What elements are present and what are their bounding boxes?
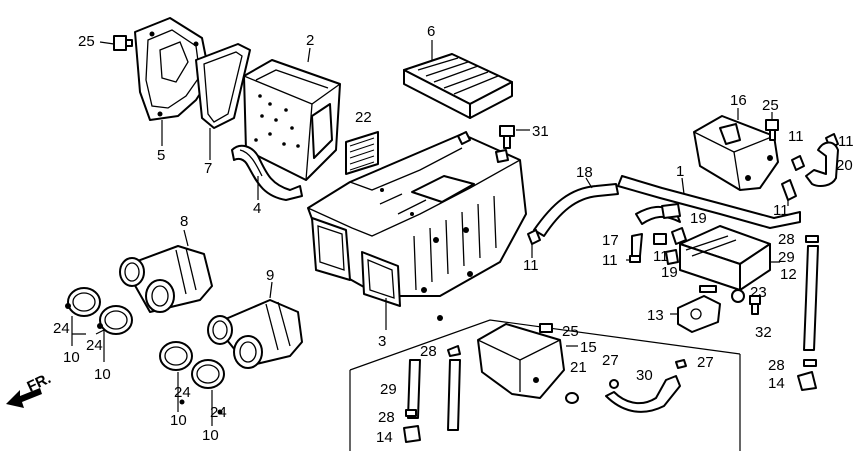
callout-28-left-lower: 28 bbox=[378, 409, 395, 426]
callout-28-right-upper: 28 bbox=[778, 231, 795, 248]
callout-30: 30 bbox=[636, 367, 653, 384]
callout-23: 23 bbox=[750, 284, 767, 301]
callout-5: 5 bbox=[157, 147, 165, 164]
part-29-drain-tube-right bbox=[803, 245, 819, 351]
callout-29-right: 29 bbox=[778, 249, 795, 266]
part-12-separator-box bbox=[679, 225, 780, 293]
callout-6: 6 bbox=[427, 23, 435, 40]
callout-24-d: 24 bbox=[210, 404, 227, 421]
part-14-plug-right bbox=[797, 371, 817, 391]
callout-10-c: 10 bbox=[170, 412, 187, 429]
callout-1: 1 bbox=[676, 163, 684, 180]
callout-27-b: 27 bbox=[697, 354, 714, 371]
callout-11-f: 11 bbox=[523, 257, 539, 274]
part-2-filter-element bbox=[243, 47, 341, 181]
part-1-breather-tubes bbox=[617, 175, 801, 229]
callout-15: 15 bbox=[580, 339, 597, 356]
part-21-clip bbox=[565, 392, 579, 404]
part-20-hose bbox=[805, 141, 839, 187]
callout-9: 9 bbox=[266, 267, 274, 284]
callout-11-b: 11 bbox=[838, 133, 854, 150]
front-label: FR. bbox=[25, 370, 54, 396]
part-13-bracket bbox=[670, 295, 721, 333]
part-24-clamps-lower bbox=[159, 341, 225, 426]
part-19-clamps bbox=[661, 203, 687, 265]
part-28-clip-lower-right bbox=[803, 359, 817, 367]
callout-12: 12 bbox=[780, 266, 797, 283]
part-7-gasket bbox=[195, 43, 251, 160]
part-27-clips bbox=[609, 359, 687, 389]
callout-10-b: 10 bbox=[94, 366, 111, 383]
callout-11-a: 11 bbox=[788, 128, 804, 145]
callout-24-a: 24 bbox=[53, 320, 70, 337]
callout-21: 21 bbox=[570, 359, 587, 376]
callout-31: 31 bbox=[532, 123, 549, 140]
part-31-bolt bbox=[499, 125, 530, 149]
callout-24-b: 24 bbox=[86, 337, 103, 354]
callout-2: 2 bbox=[306, 32, 314, 49]
part-25-bolt-lower bbox=[539, 323, 553, 333]
callout-20: 20 bbox=[836, 157, 853, 174]
part-30-tube bbox=[605, 375, 681, 413]
front-direction-arrow bbox=[6, 388, 42, 408]
part-5-cover-plate bbox=[134, 17, 211, 146]
part-28-clip-lower-left bbox=[405, 409, 417, 417]
part-29-drain-tubes-left bbox=[407, 359, 461, 431]
callout-24-c: 24 bbox=[174, 384, 191, 401]
callout-26: 25 bbox=[78, 33, 95, 50]
callout-13: 13 bbox=[647, 307, 664, 324]
part-3-air-cleaner-case bbox=[307, 131, 527, 330]
part-28-clip-upper-right bbox=[805, 235, 819, 243]
callout-17: 17 bbox=[602, 232, 619, 249]
callout-14-left: 14 bbox=[376, 429, 393, 446]
part-8-carb-joint bbox=[119, 229, 213, 313]
part-23-nut bbox=[731, 289, 745, 303]
callout-3: 3 bbox=[378, 333, 386, 350]
part-14-plug-left bbox=[403, 425, 421, 443]
callout-19-lower: 19 bbox=[661, 264, 678, 281]
callout-10-d: 10 bbox=[202, 427, 219, 444]
part-25-bolt-upper bbox=[765, 112, 779, 141]
callout-29-left: 29 bbox=[380, 381, 397, 398]
callout-25-upper: 25 bbox=[762, 97, 779, 114]
part-18-breather-tube bbox=[533, 177, 619, 237]
callout-32: 32 bbox=[755, 324, 772, 341]
callout-28-left-upper: 28 bbox=[420, 343, 437, 360]
part-22-label bbox=[345, 131, 379, 175]
callout-22: 22 bbox=[355, 109, 372, 126]
callout-7: 7 bbox=[204, 160, 212, 177]
callout-14-right: 14 bbox=[768, 375, 785, 392]
callout-16: 16 bbox=[730, 92, 747, 109]
callout-11-c: 11 bbox=[773, 202, 789, 219]
part-9-carb-joint bbox=[207, 281, 303, 369]
callout-11-e: 11 bbox=[653, 248, 669, 265]
callout-11-d: 11 bbox=[602, 252, 618, 269]
callout-19-upper: 19 bbox=[690, 210, 707, 227]
callout-27-a: 27 bbox=[602, 352, 619, 369]
part-16-breather-separator bbox=[693, 108, 779, 191]
callout-25-lower: 25 bbox=[562, 323, 579, 340]
callout-28-right-lower: 28 bbox=[768, 357, 785, 374]
part-26-bolt bbox=[99, 35, 133, 51]
part-15-lower-separator bbox=[477, 323, 578, 399]
part-4-drain-hose bbox=[231, 144, 303, 201]
part-28-clip-upper-left bbox=[447, 345, 461, 357]
callout-10-a: 10 bbox=[63, 349, 80, 366]
part-6-top-cap bbox=[403, 40, 513, 119]
part-17-tube bbox=[631, 233, 643, 257]
part-24-clamps-upper bbox=[65, 287, 133, 362]
callout-18: 18 bbox=[576, 164, 593, 181]
callout-4: 4 bbox=[253, 200, 261, 217]
inset-drain-group bbox=[349, 319, 741, 451]
callout-8: 8 bbox=[180, 213, 188, 230]
part-32-bolt bbox=[749, 295, 761, 315]
